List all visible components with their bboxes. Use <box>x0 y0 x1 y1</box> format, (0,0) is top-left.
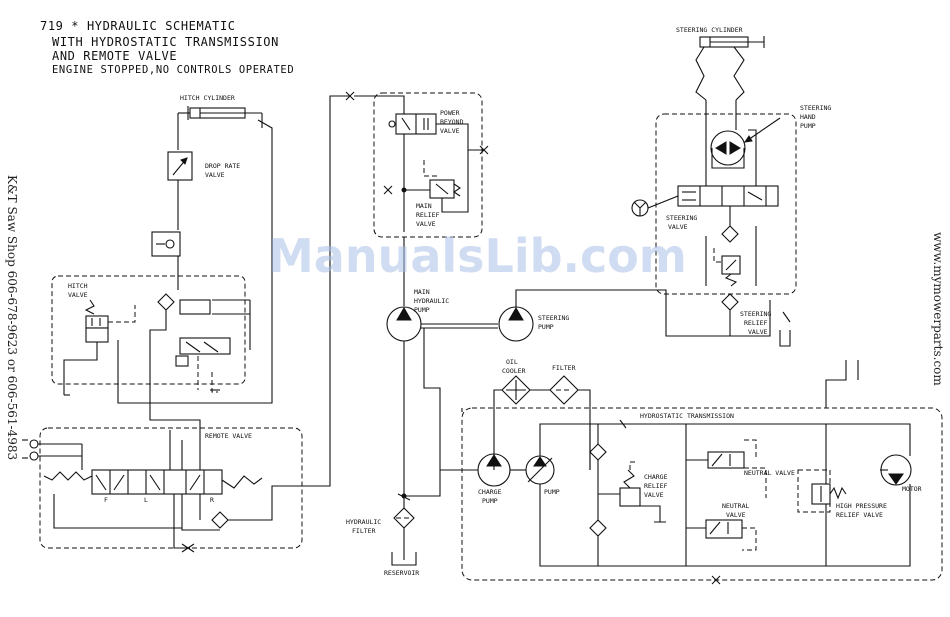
steering-pump-label-1: STEERING <box>538 314 569 322</box>
reservoir-group: HYDRAULIC FILTER RESERVOIR <box>346 493 419 577</box>
hitch-valve-label-1: HITCH <box>68 282 88 290</box>
title-block: 719 * HYDRAULIC SCHEMATIC WITH HYDROSTAT… <box>40 19 294 76</box>
hitch-valve-label-2: VALVE <box>68 291 88 299</box>
title-line-3: AND REMOTE VALVE <box>52 49 177 63</box>
oil-cooler-label-2: COOLER <box>502 367 526 375</box>
charge-relief-label-3: VALVE <box>644 491 664 499</box>
hand-pump-label-3: PUMP <box>800 122 816 130</box>
charge-relief-label-2: RELIEF <box>644 482 668 490</box>
hand-pump-label-1: STEERING <box>800 104 831 112</box>
steering-pump-label-2: PUMP <box>538 323 554 331</box>
steering-relief-label-3: VALVE <box>748 328 768 336</box>
steering-cylinder-label: STEERING CYLINDER <box>676 26 743 34</box>
dealer-contact-text: K&T Saw Shop 606-678-9623 or 606-561-498… <box>5 175 19 460</box>
power-beyond-label-1: POWER <box>440 109 460 117</box>
main-relief-label-2: RELIEF <box>416 211 440 219</box>
remote-valve-label: REMOTE VALVE <box>205 432 252 440</box>
charge-pump-label-1: CHARGE <box>478 488 502 496</box>
hydrostatic-transmission-group: HYDROSTATIC TRANSMISSION CHARGE PUMP PUM… <box>440 360 943 585</box>
hydrostatic-label: HYDROSTATIC TRANSMISSION <box>640 412 734 420</box>
main-pump-label-2: HYDRAULIC <box>414 297 449 305</box>
power-beyond-label-3: VALVE <box>440 127 460 135</box>
charge-pump-label-2: PUMP <box>482 497 498 505</box>
drop-rate-valve: DROP RATE VALVE <box>151 151 240 290</box>
neutral-valve-a-label: NEUTRAL VALVE <box>744 469 795 477</box>
steering-valve-label-2: VALVE <box>668 223 688 231</box>
pump-label: PUMP <box>544 488 560 496</box>
hyd-filter-label-1: HYDRAULIC <box>346 518 381 526</box>
reservoir-label: RESERVOIR <box>384 569 419 577</box>
spool-r-label: R <box>210 496 214 504</box>
hitch-cylinder-label: HITCH CYLINDER <box>180 94 235 102</box>
drop-rate-label-1: DROP RATE <box>205 162 240 170</box>
main-pump-label-1: MAIN <box>414 288 430 296</box>
steering-group: STEERING CYLINDER STEERING HAND PUMP STE… <box>631 26 831 347</box>
hitch-valve-group: HITCH VALVE <box>51 275 250 396</box>
watermark-text: ManualsLib.com <box>268 229 687 283</box>
high-pressure-label-1: HIGH PRESSURE <box>836 502 887 510</box>
main-relief-label-3: VALVE <box>416 220 436 228</box>
main-pump-group: MAIN HYDRAULIC PUMP STEERING PUMP <box>386 237 771 510</box>
motor-label: MOTOR <box>902 485 922 493</box>
neutral-valve-b-label-1: NEUTRAL <box>722 502 749 510</box>
hand-pump-label-2: HAND <box>800 113 816 121</box>
charge-relief-label-1: CHARGE <box>644 473 668 481</box>
title-line-4: ENGINE STOPPED,NO CONTROLS OPERATED <box>52 64 294 76</box>
steering-valve-label-1: STEERING <box>666 214 697 222</box>
hitch-cylinder: HITCH CYLINDER <box>177 94 262 150</box>
title-line-1: 719 * HYDRAULIC SCHEMATIC <box>40 19 236 33</box>
spool-f-label: F <box>104 496 108 504</box>
steering-relief-label-1: STEERING <box>740 310 771 318</box>
title-line-2: WITH HYDROSTATIC TRANSMISSION <box>52 35 279 49</box>
high-pressure-label-2: RELIEF VALVE <box>836 511 883 519</box>
power-beyond-label-2: BEYOND <box>440 118 464 126</box>
power-beyond-group: POWER BEYOND VALVE MAIN RELIEF VALVE <box>345 91 489 238</box>
neutral-valve-b-label-2: VALVE <box>726 511 746 519</box>
main-pump-label-3: PUMP <box>414 306 430 314</box>
steering-relief-label-2: RELIEF <box>744 319 768 327</box>
hyd-filter-label-2: FILTER <box>352 527 376 535</box>
spool-l-label: L <box>144 496 148 504</box>
filter-label: FILTER <box>552 364 576 372</box>
remote-valve-group: REMOTE VALVE F L R <box>22 95 350 553</box>
website-text: www.mymowerparts.com <box>931 232 945 386</box>
oil-cooler-label-1: OIL <box>506 358 518 366</box>
main-relief-label-1: MAIN <box>416 202 432 210</box>
cooler-filter-group: OIL COOLER FILTER <box>404 328 591 497</box>
drop-rate-label-2: VALVE <box>205 171 225 179</box>
